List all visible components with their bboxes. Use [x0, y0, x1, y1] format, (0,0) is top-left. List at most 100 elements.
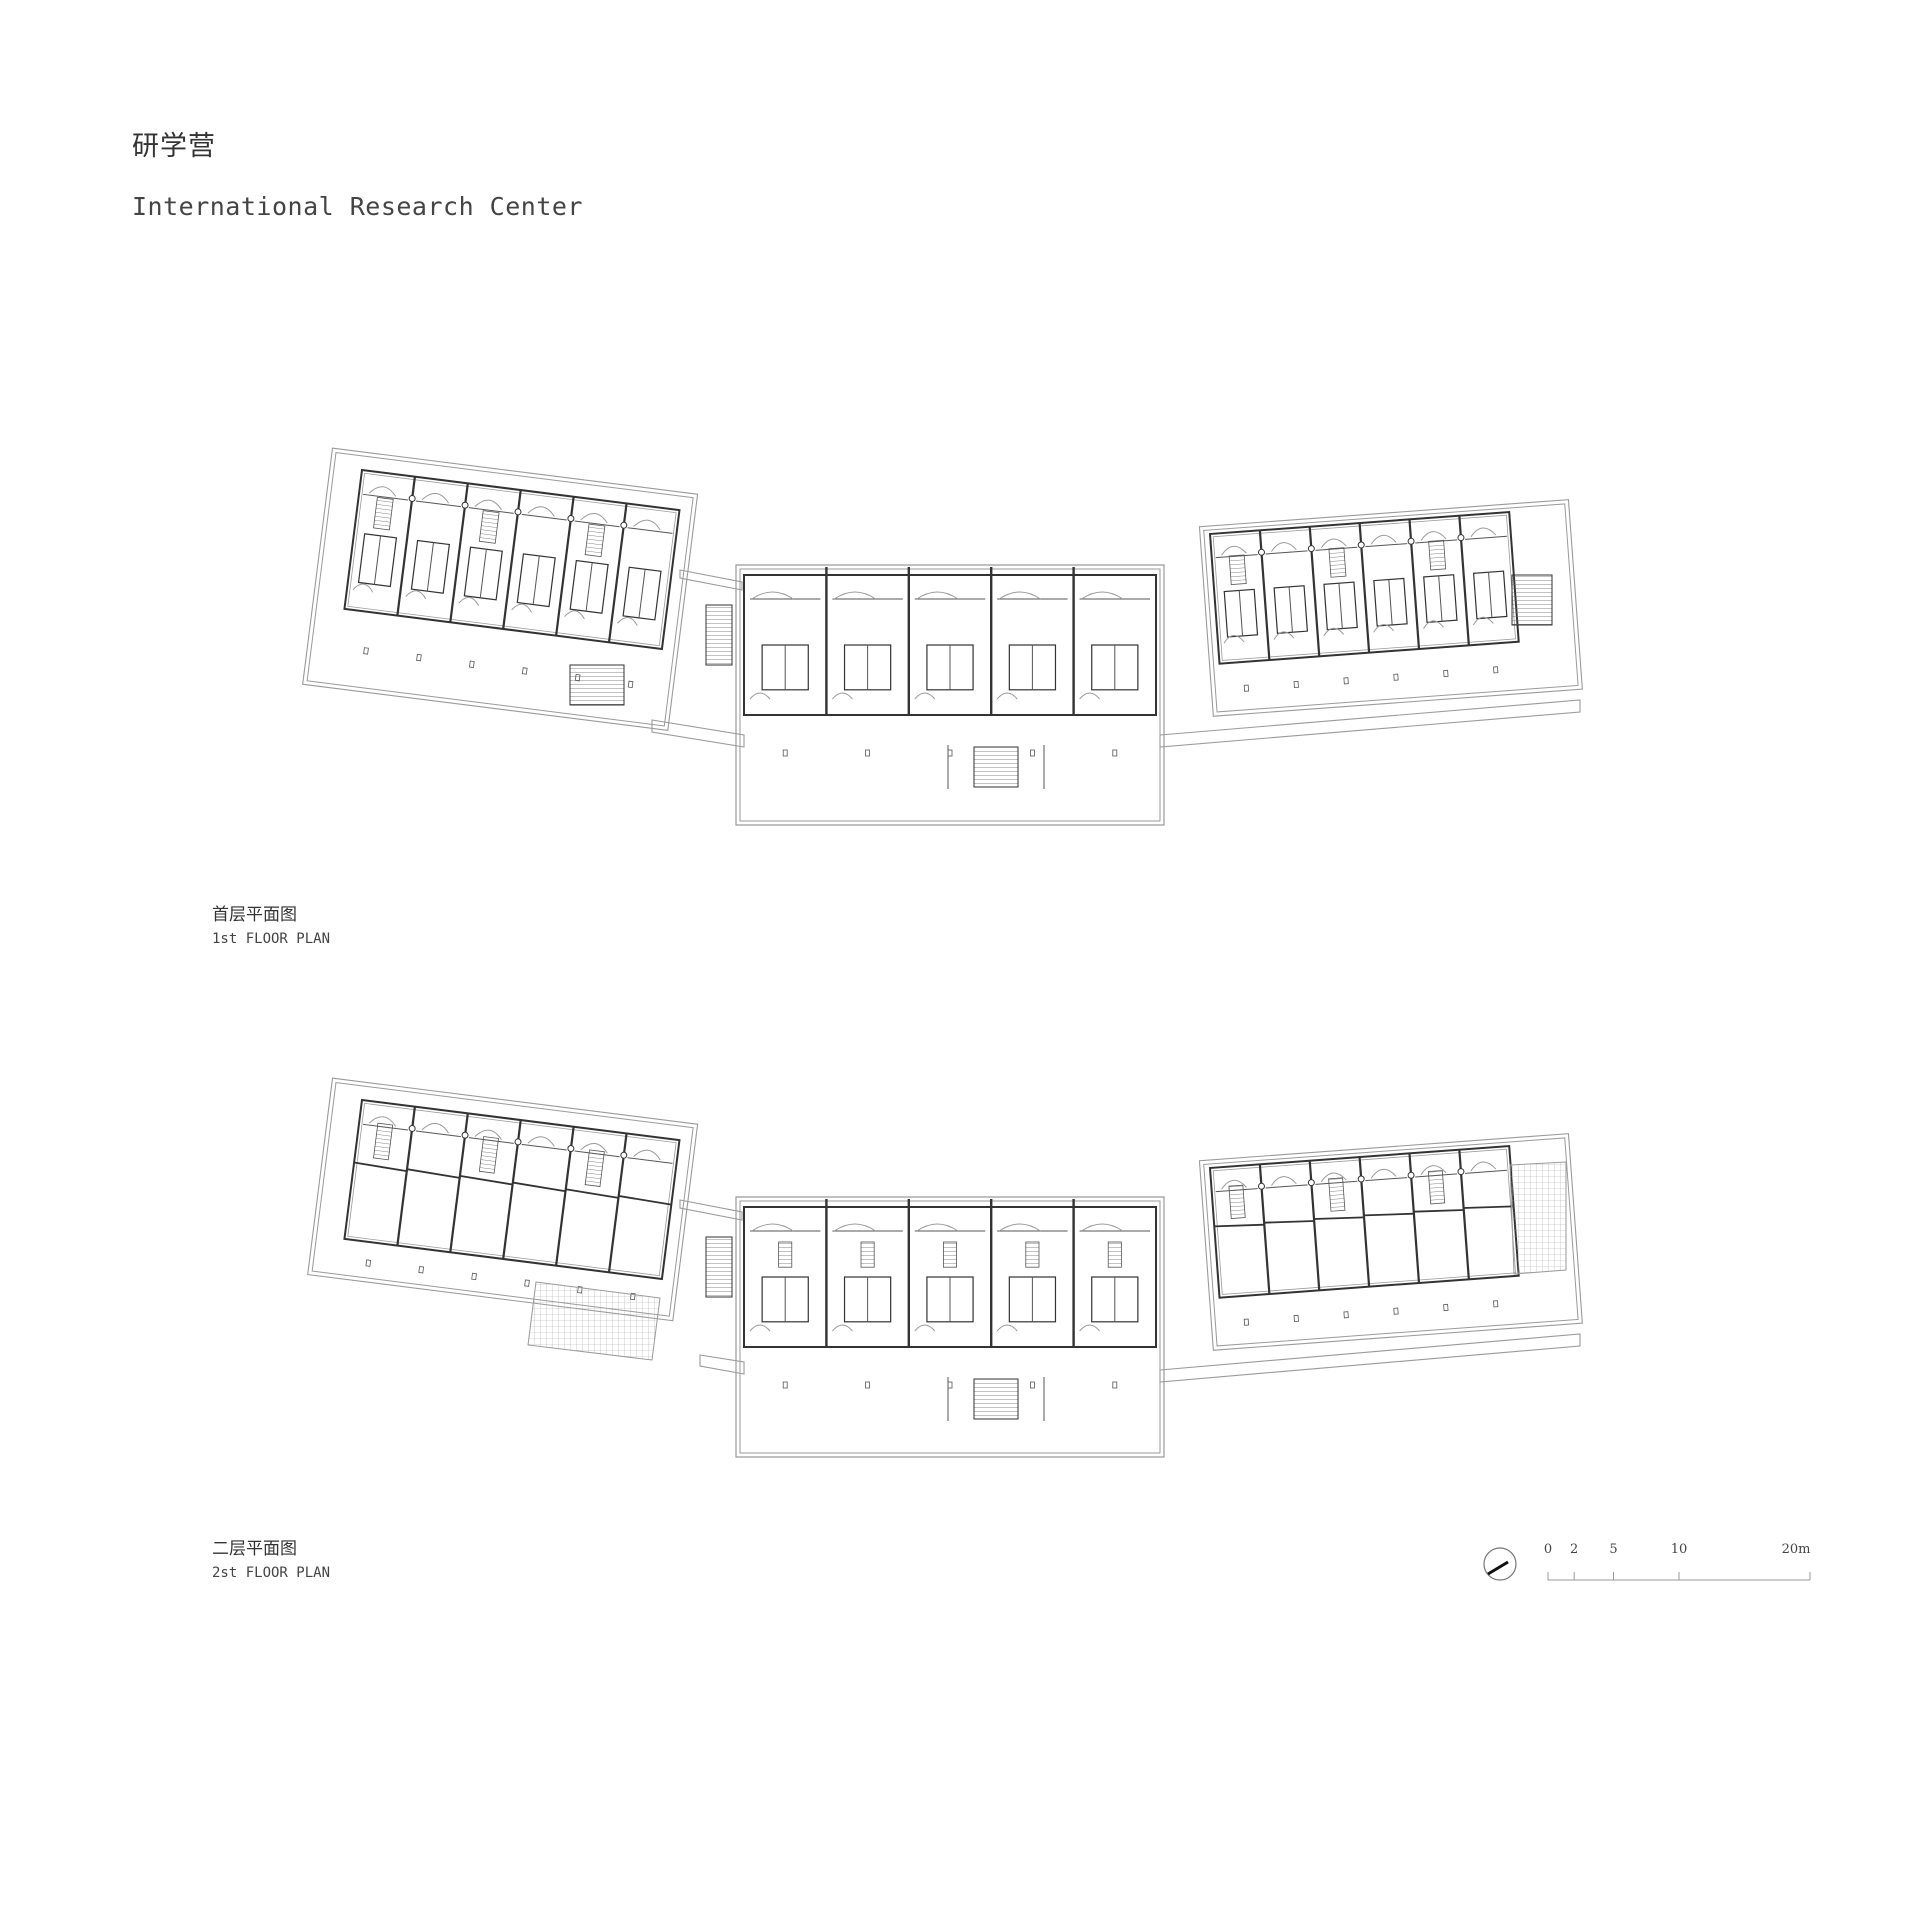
- door-swing: [1370, 534, 1397, 545]
- door-swing: [996, 692, 1018, 700]
- side-stair: [705, 604, 733, 666]
- door-swing: [749, 1324, 771, 1332]
- door-swing: [368, 1116, 397, 1127]
- floor-beam: [459, 1174, 513, 1186]
- page-title-cn: 研学营: [132, 131, 216, 162]
- stair: [860, 1241, 875, 1268]
- plan-caption-2-cn: 二层平面图: [212, 1539, 297, 1559]
- column: [1357, 541, 1365, 549]
- column-marker: [947, 1381, 953, 1389]
- door-swing: [580, 1143, 608, 1154]
- west-wing-1f: [302, 447, 699, 731]
- pod-divider: [1238, 590, 1244, 636]
- door-swing: [1320, 1172, 1347, 1183]
- terrace-outline: [302, 447, 699, 731]
- column-marker: [1393, 673, 1399, 681]
- stair: [1427, 1170, 1446, 1205]
- column-marker: [1112, 749, 1118, 757]
- door-swing: [916, 591, 959, 600]
- column: [514, 1138, 522, 1146]
- door-swing: [1221, 1179, 1247, 1190]
- column: [620, 1151, 628, 1159]
- terrace-outline: [1198, 1133, 1583, 1351]
- connector-outline: [699, 1354, 745, 1375]
- stair: [373, 1122, 394, 1161]
- column: [514, 508, 522, 516]
- stair: [373, 496, 394, 531]
- center-block-1f: [705, 564, 1165, 826]
- door-swing: [914, 692, 936, 700]
- pod-divider: [1438, 575, 1443, 622]
- door-swing: [998, 591, 1041, 600]
- building-outline: [743, 1206, 1157, 1348]
- column-marker: [1293, 680, 1299, 689]
- door-swing: [368, 486, 397, 497]
- corridor-line: [415, 500, 461, 508]
- building-outline: [343, 468, 681, 651]
- stair: [584, 523, 606, 558]
- door-swing: [1370, 1168, 1397, 1179]
- connector-outline: [679, 1199, 743, 1221]
- door-swing: [633, 1149, 661, 1161]
- floor-beam: [1363, 1212, 1414, 1217]
- second-floor-plan: [307, 1077, 1583, 1458]
- door-swing: [751, 591, 794, 600]
- column: [461, 501, 469, 509]
- scale-bar-label: 2: [1570, 1542, 1579, 1557]
- stair: [1025, 1241, 1040, 1268]
- entrance-stair: [973, 746, 1019, 788]
- door-swing: [832, 692, 853, 700]
- side-stair: [705, 1236, 733, 1298]
- column-marker: [521, 667, 528, 675]
- column: [1357, 1175, 1365, 1183]
- column: [408, 495, 416, 503]
- column-marker: [865, 1381, 870, 1389]
- corridor-line: [1365, 1177, 1408, 1182]
- column-marker: [1443, 1303, 1449, 1312]
- column-marker: [1443, 669, 1449, 678]
- stair: [1328, 547, 1347, 578]
- plan-caption-1: 首层平面图 1st FLOOR PLAN: [212, 900, 330, 947]
- west-stair-1f: [569, 664, 625, 706]
- terrace-inner-outline: [739, 568, 1161, 822]
- terrace-outline: [1198, 499, 1583, 717]
- floor-beam: [406, 1168, 460, 1179]
- connector-outline: [651, 719, 745, 748]
- column: [1407, 537, 1415, 545]
- column: [567, 1145, 575, 1153]
- door-swing: [474, 1129, 502, 1141]
- door-swing: [1273, 631, 1295, 640]
- column: [1257, 1182, 1265, 1190]
- door-swing: [1079, 692, 1100, 700]
- column-marker: [1293, 1314, 1299, 1323]
- bath-pod: [569, 559, 609, 614]
- column-marker: [365, 1259, 372, 1267]
- column-marker: [1343, 1311, 1349, 1319]
- door-swing: [458, 596, 480, 606]
- door-swing: [527, 1136, 555, 1147]
- scale-bar-label: 10: [1670, 1542, 1688, 1557]
- column-marker: [1243, 684, 1250, 692]
- plan-caption-1-en: 1st FLOOR PLAN: [212, 931, 331, 947]
- pod-divider: [638, 569, 646, 618]
- column-marker: [1343, 677, 1349, 685]
- first-floor-plan: [302, 447, 1583, 826]
- door-swing: [914, 1324, 936, 1332]
- column: [567, 515, 575, 523]
- terrace-outline: [735, 1196, 1165, 1458]
- column-marker: [627, 680, 634, 689]
- stair: [1228, 1184, 1246, 1220]
- connector-outline: [1159, 699, 1581, 748]
- stair: [1107, 1241, 1122, 1268]
- door-swing: [916, 1223, 959, 1232]
- corridor-line: [1365, 543, 1408, 548]
- pod-divider: [1388, 579, 1393, 625]
- stair: [584, 1149, 605, 1187]
- door-swing: [1472, 616, 1494, 626]
- door-swing: [1271, 1176, 1297, 1186]
- door-swing: [998, 1223, 1041, 1232]
- corridor-line: [362, 493, 408, 501]
- pod-divider: [373, 535, 382, 585]
- page-title-en: International Research Center: [132, 192, 583, 221]
- pod-divider: [1488, 572, 1493, 618]
